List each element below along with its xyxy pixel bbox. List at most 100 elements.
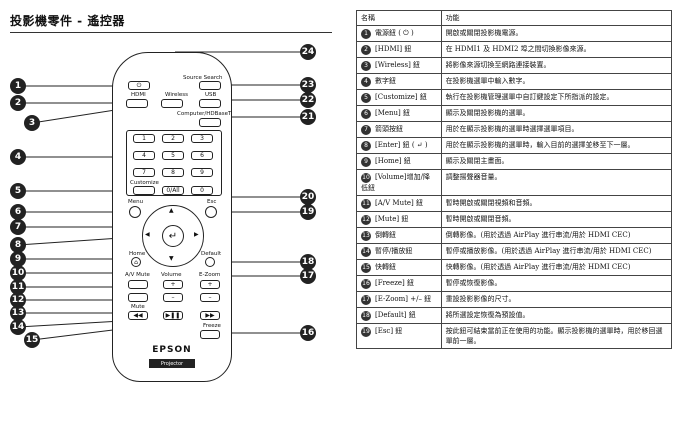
play-pause-button[interactable]: ▶❚❚	[163, 311, 183, 320]
arrow-pad[interactable]: ▲ ▼ ◀ ▶ ↵	[142, 205, 204, 267]
arrow-left-icon[interactable]: ◀	[145, 231, 150, 238]
part-function: 暫時開啟或關閉視頻和音頻。	[440, 195, 673, 212]
usb-button[interactable]	[199, 99, 221, 108]
freeze-button[interactable]	[200, 330, 220, 339]
part-name-cell: 18[Default] 鈕	[356, 307, 442, 324]
callout-10: 10	[10, 265, 26, 281]
key-9[interactable]: 9	[191, 168, 213, 177]
key-2[interactable]: 2	[162, 134, 184, 143]
arrow-down-icon[interactable]: ▼	[169, 255, 174, 262]
customize-button[interactable]	[133, 186, 155, 195]
volume-label: Volume	[161, 272, 182, 278]
part-number-badge: 17	[361, 295, 371, 305]
part-number-badge: 1	[361, 29, 371, 39]
part-number-badge: 12	[361, 215, 371, 225]
computer-hdbaset-label: Computer/HDBaseT	[177, 111, 232, 117]
part-function: 將影像來源切換至網路連接裝置。	[440, 57, 673, 74]
wireless-button[interactable]	[161, 99, 183, 108]
callout-9: 9	[10, 251, 26, 267]
key-1[interactable]: 1	[133, 134, 155, 143]
part-name: 箭頭按鈕	[375, 125, 403, 133]
power-button[interactable]: ⏻	[128, 81, 150, 90]
part-name-cell: 3[Wireless] 鈕	[356, 57, 442, 74]
part-name-cell: 17[E-Zoom] +/– 鈕	[356, 291, 442, 308]
mute-button[interactable]	[128, 293, 148, 302]
e-zoom-plus-button[interactable]: +	[200, 280, 220, 289]
e-zoom-minus-button[interactable]: –	[200, 293, 220, 302]
hdmi-button[interactable]	[126, 99, 148, 108]
part-function: 重設投影影像的尺寸。	[440, 291, 673, 308]
key-8[interactable]: 8	[162, 168, 184, 177]
callout-13: 13	[10, 305, 26, 321]
callout-4: 4	[10, 149, 26, 165]
av-mute-button[interactable]	[128, 280, 148, 289]
part-name-cell: 19[Esc] 鈕	[356, 323, 442, 349]
part-function: 暫停或恢復影像。	[440, 275, 673, 292]
part-name-cell: 4 數字鈕	[356, 73, 442, 90]
part-number-badge: 2	[361, 45, 371, 55]
part-name: 電源鈕 ( ⏻ )	[375, 29, 414, 37]
table-row: 18[Default] 鈕將所選設定恢復為預設值。	[356, 307, 673, 324]
hdmi-label: HDMI	[131, 92, 146, 98]
enter-button[interactable]: ↵	[162, 225, 184, 247]
part-number-badge: 8	[361, 141, 371, 151]
volume-down-button[interactable]: –	[163, 293, 183, 302]
key-5[interactable]: 5	[162, 151, 184, 160]
title-divider	[10, 32, 332, 33]
computer-hdbaset-button[interactable]	[199, 118, 221, 127]
rewind-button[interactable]: ◀◀	[128, 311, 148, 320]
callout-16: 16	[300, 325, 316, 341]
source-search-label: Source Search	[183, 75, 223, 81]
part-function: 顯示及關閉主畫面。	[440, 153, 673, 170]
arrow-right-icon[interactable]: ▶	[194, 231, 199, 238]
fast-forward-button[interactable]: ▶▶	[200, 311, 220, 320]
default-button[interactable]	[205, 257, 215, 267]
part-name-cell: 6[Menu] 鈕	[356, 105, 442, 122]
part-number-badge: 16	[361, 279, 371, 289]
part-name: [Menu] 鈕	[375, 109, 411, 117]
callout-3: 3	[24, 115, 40, 131]
key-6[interactable]: 6	[191, 151, 213, 160]
part-name: 數字鈕	[375, 77, 396, 85]
part-number-badge: 9	[361, 157, 371, 167]
part-name-cell: 16[Freeze] 鈕	[356, 275, 442, 292]
key-7[interactable]: 7	[133, 168, 155, 177]
callout-12: 12	[10, 292, 26, 308]
menu-button[interactable]	[129, 206, 141, 218]
part-number-badge: 7	[361, 125, 371, 135]
table-row: 11[A/V Mute] 鈕暫時開啟或關閉視頻和音頻。	[356, 195, 673, 212]
part-function: 顯示及關閉投影機的選單。	[440, 105, 673, 122]
key-3[interactable]: 3	[191, 134, 213, 143]
usb-label: USB	[205, 92, 217, 98]
key-0[interactable]: 0	[191, 186, 213, 195]
av-mute-label: A/V Mute	[125, 272, 150, 278]
home-button[interactable]: ⌂	[131, 257, 141, 267]
arrow-up-icon[interactable]: ▲	[169, 207, 174, 214]
key-0-all[interactable]: 0/All	[162, 186, 184, 195]
esc-label: Esc	[207, 199, 217, 205]
numeric-keypad	[126, 130, 222, 196]
part-name: [Mute] 鈕	[375, 215, 409, 223]
key-4[interactable]: 4	[133, 151, 155, 160]
volume-up-button[interactable]: +	[163, 280, 183, 289]
source-search-button[interactable]	[199, 81, 221, 90]
callout-18: 18	[300, 254, 316, 270]
part-name: 快轉鈕	[375, 263, 396, 271]
table-row: 2[HDMI] 鈕在 HDMI1 及 HDMI2 埠之間切換影像來源。	[356, 41, 673, 58]
part-number-badge: 19	[361, 327, 371, 337]
freeze-label: Freeze	[203, 323, 221, 329]
part-function: 快轉影像。(用於透過 AirPlay 進行串流/用於 HDMI CEC)	[440, 259, 673, 276]
part-name: [Customize] 鈕	[375, 93, 427, 101]
part-function: 按此鈕可結束當前正在使用的功能。顯示投影機的選單時，用於移回選單前一層。	[440, 323, 673, 349]
table-header-row: 名稱 功能	[356, 10, 673, 26]
esc-button[interactable]	[205, 206, 217, 218]
callout-7: 7	[10, 219, 26, 235]
callout-17: 17	[300, 268, 316, 284]
part-name-cell: 12 [Mute] 鈕	[356, 211, 442, 228]
part-number-badge: 13	[361, 231, 371, 241]
part-name-cell: 10[Volume]增加/降低鈕	[356, 169, 442, 196]
part-number-badge: 4	[361, 77, 371, 87]
remote-control: Source Search ⏻ HDMI Wireless USB Comput…	[112, 52, 232, 382]
